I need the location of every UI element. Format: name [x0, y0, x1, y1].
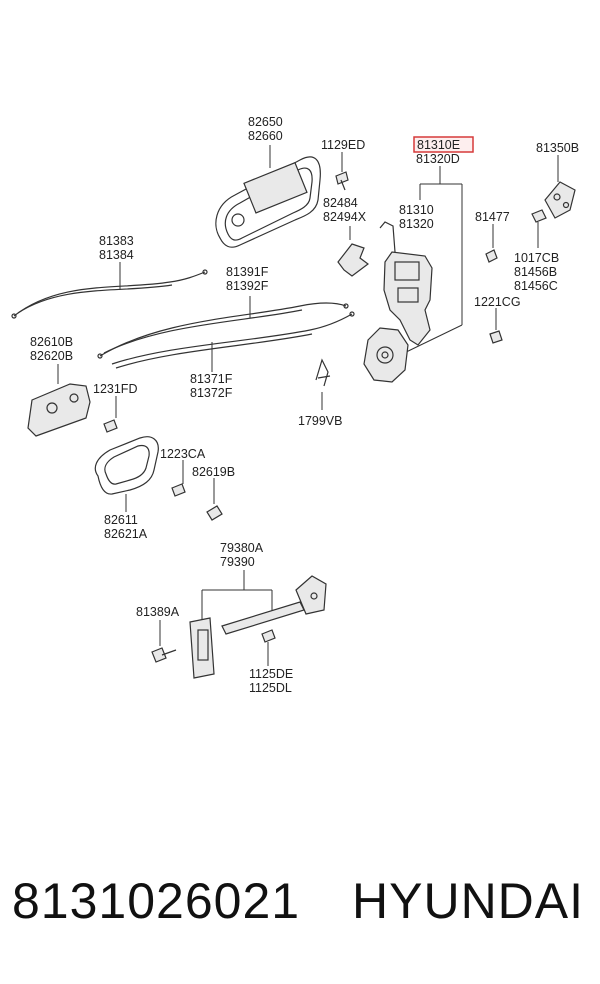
label-82610B: 82610B: [30, 335, 73, 349]
door-latch-assembly: [363, 221, 433, 383]
rod-clip-82484: [337, 226, 369, 277]
label-1125DE: 1125DE: [249, 667, 293, 681]
label-81456B: 81456B: [514, 265, 557, 279]
label-82484: 82484: [323, 196, 358, 210]
inside-handle-82610B: [27, 364, 91, 437]
label-79380A: 79380A: [220, 541, 264, 555]
label-81320: 81320: [399, 217, 434, 231]
highlight-box-81310E: [413, 136, 474, 153]
clip-1799VB: [315, 358, 331, 410]
cap-82619B: [206, 478, 223, 521]
screw-1231FD: [103, 396, 118, 433]
striker-bracket-81350B: [544, 155, 576, 219]
label-1231FD: 1231FD: [93, 382, 137, 396]
assembly-bracket: [399, 166, 463, 356]
label-82494X: 82494X: [323, 210, 367, 224]
label-81477: 81477: [475, 210, 510, 224]
outside-door-handle: [215, 145, 321, 248]
bolt-81389A: [151, 620, 177, 663]
label-1017CB: 1017CB: [514, 251, 559, 265]
bolt-1125DE: [261, 629, 276, 666]
label-81350B: 81350B: [536, 141, 579, 155]
label-1799VB: 1799VB: [298, 414, 342, 428]
label-81392F: 81392F: [226, 279, 269, 293]
cable-81371F: [111, 311, 355, 372]
screw-81477: [485, 224, 498, 263]
label-82621A: 82621A: [104, 527, 148, 541]
label-1129ED: 1129ED: [321, 138, 365, 152]
brand-name: HYUNDAI: [352, 873, 585, 929]
label-81320D: 81320D: [416, 152, 460, 166]
label-1125DL: 1125DL: [249, 681, 292, 695]
footer: 8131026021 HYUNDAI: [0, 872, 600, 952]
screw-1223CA: [171, 460, 186, 497]
cable-81391F: [97, 296, 349, 359]
label-79390: 79390: [220, 555, 255, 569]
screw-1129ED: [335, 152, 349, 191]
label-1221CG: 1221CG: [474, 295, 521, 309]
label-82650: 82650: [248, 115, 283, 129]
cable-81383: [11, 262, 208, 319]
label-82620B: 82620B: [30, 349, 73, 363]
label-81310E: 81310E: [417, 138, 460, 152]
label-1223CA: 1223CA: [160, 447, 206, 461]
label-81371F: 81371F: [190, 372, 233, 386]
handle-bezel-82611: [94, 436, 159, 512]
label-81384: 81384: [99, 248, 134, 262]
label-81456C: 81456C: [514, 279, 558, 293]
screw-1017CB: [531, 209, 547, 248]
label-82611: 82611: [104, 513, 138, 527]
label-81310: 81310: [399, 203, 434, 217]
part-number: 8131026021: [12, 873, 301, 929]
door-checker-79380A: [189, 570, 327, 679]
label-81383: 81383: [99, 234, 134, 248]
label-81372F: 81372F: [190, 386, 233, 400]
label-82619B: 82619B: [192, 465, 235, 479]
label-81391F: 81391F: [226, 265, 269, 279]
label-82660: 82660: [248, 129, 283, 143]
label-81389A: 81389A: [136, 605, 180, 619]
screw-1221CG: [489, 308, 503, 344]
